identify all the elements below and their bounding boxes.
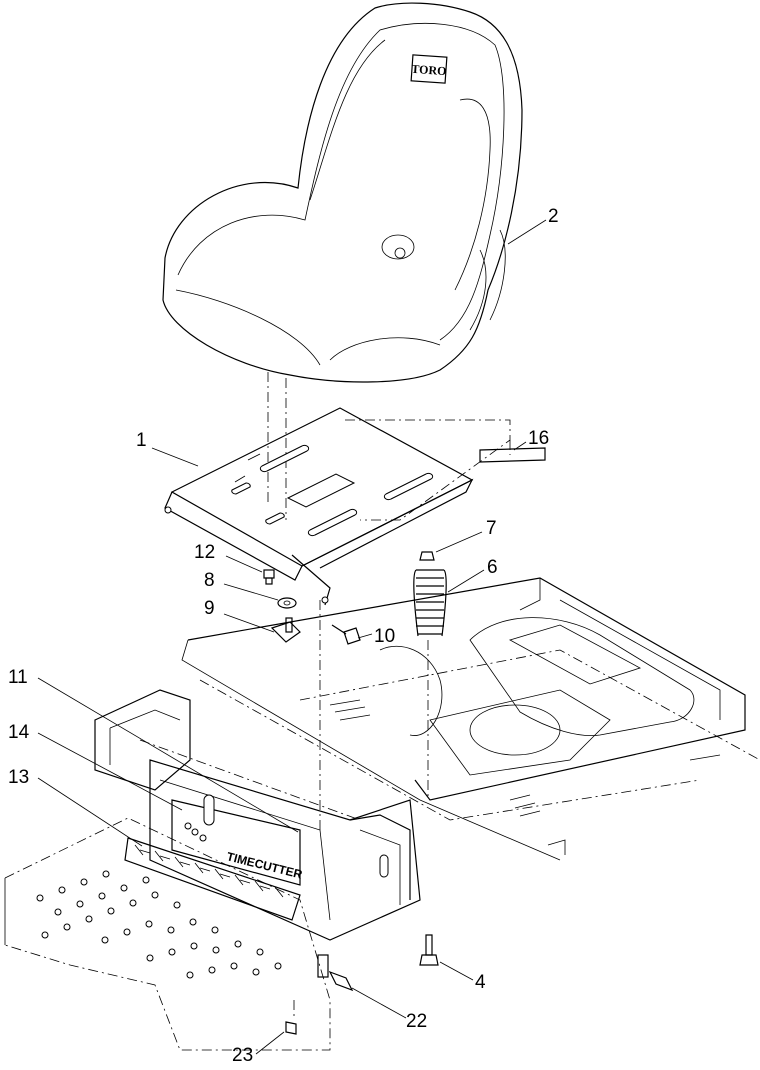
callout-14: 14 — [8, 722, 183, 811]
toro-logo: TORO — [410, 54, 448, 84]
svg-text:1: 1 — [136, 430, 147, 451]
callout-23: 23 — [232, 1031, 285, 1066]
svg-text:7: 7 — [486, 518, 497, 539]
callout-11: 11 — [8, 667, 299, 833]
control-tower — [94, 689, 421, 941]
callout-2: 2 — [507, 206, 559, 245]
callout-6: 6 — [447, 557, 498, 593]
svg-text:11: 11 — [8, 667, 28, 688]
seat-brand-text: TORO — [411, 62, 447, 78]
callout-22: 22 — [351, 987, 427, 1032]
svg-text:13: 13 — [8, 767, 29, 788]
svg-text:22: 22 — [406, 1011, 427, 1032]
callout-16: 16 — [513, 428, 549, 451]
seat-plate — [164, 407, 511, 830]
decal — [479, 447, 546, 463]
callout-10: 10 — [357, 626, 395, 647]
instrument-panel: TIMECUTTER — [171, 794, 304, 886]
svg-text:2: 2 — [548, 206, 559, 227]
svg-text:9: 9 — [204, 598, 215, 619]
platform-holes — [36, 870, 282, 979]
foot-platform — [4, 817, 331, 1051]
decal-strip — [124, 837, 301, 921]
svg-text:4: 4 — [475, 972, 486, 993]
callout-12: 12 — [194, 542, 263, 573]
callout-8: 8 — [204, 570, 279, 601]
callout-1: 1 — [136, 430, 199, 467]
frame — [181, 577, 760, 861]
svg-text:6: 6 — [487, 557, 498, 578]
panel-brand-text: TIMECUTTER — [225, 849, 304, 881]
hardware — [263, 551, 447, 1035]
svg-text:8: 8 — [204, 570, 215, 591]
spring — [413, 569, 447, 637]
svg-text:14: 14 — [8, 722, 30, 743]
svg-text:23: 23 — [232, 1045, 253, 1066]
callout-7: 7 — [435, 518, 497, 553]
callout-13: 13 — [8, 767, 143, 847]
svg-text:12: 12 — [194, 542, 215, 563]
svg-text:10: 10 — [374, 626, 395, 647]
seat: TORO — [162, 2, 523, 520]
svg-text:16: 16 — [528, 428, 549, 449]
callout-4: 4 — [439, 961, 486, 993]
callout-9: 9 — [204, 598, 275, 633]
